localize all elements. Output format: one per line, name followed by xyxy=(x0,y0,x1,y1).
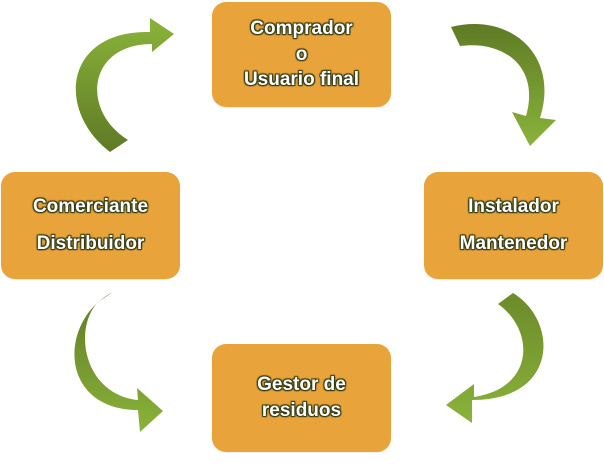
node-retailer-distributor: Comerciante Distribuidor xyxy=(1,172,180,279)
node-label-line: Gestor de xyxy=(257,374,346,396)
node-label-line: residuos xyxy=(261,400,342,421)
node-installer-maintainer: Instalador Mantenedor xyxy=(424,172,603,279)
node-label-line: Comprador xyxy=(250,18,353,40)
node-label-line: Usuario final xyxy=(243,69,360,91)
arrow-top-to-right xyxy=(451,24,556,146)
node-label-line: Instalador xyxy=(468,196,559,218)
node-label-line: o xyxy=(295,43,308,65)
node-label-line: Mantenedor xyxy=(459,232,568,254)
node-label-line: Distribuidor xyxy=(36,232,145,254)
arrow-left-to-top xyxy=(75,18,174,152)
node-buyer-end-user: Comprador o Usuario final xyxy=(212,2,391,107)
node-waste-manager: Gestor de residuos xyxy=(212,344,391,452)
node-label-line: Comerciante xyxy=(32,196,149,218)
arrow-bottom-to-left xyxy=(74,292,163,432)
arrow-right-to-bottom xyxy=(446,293,544,423)
